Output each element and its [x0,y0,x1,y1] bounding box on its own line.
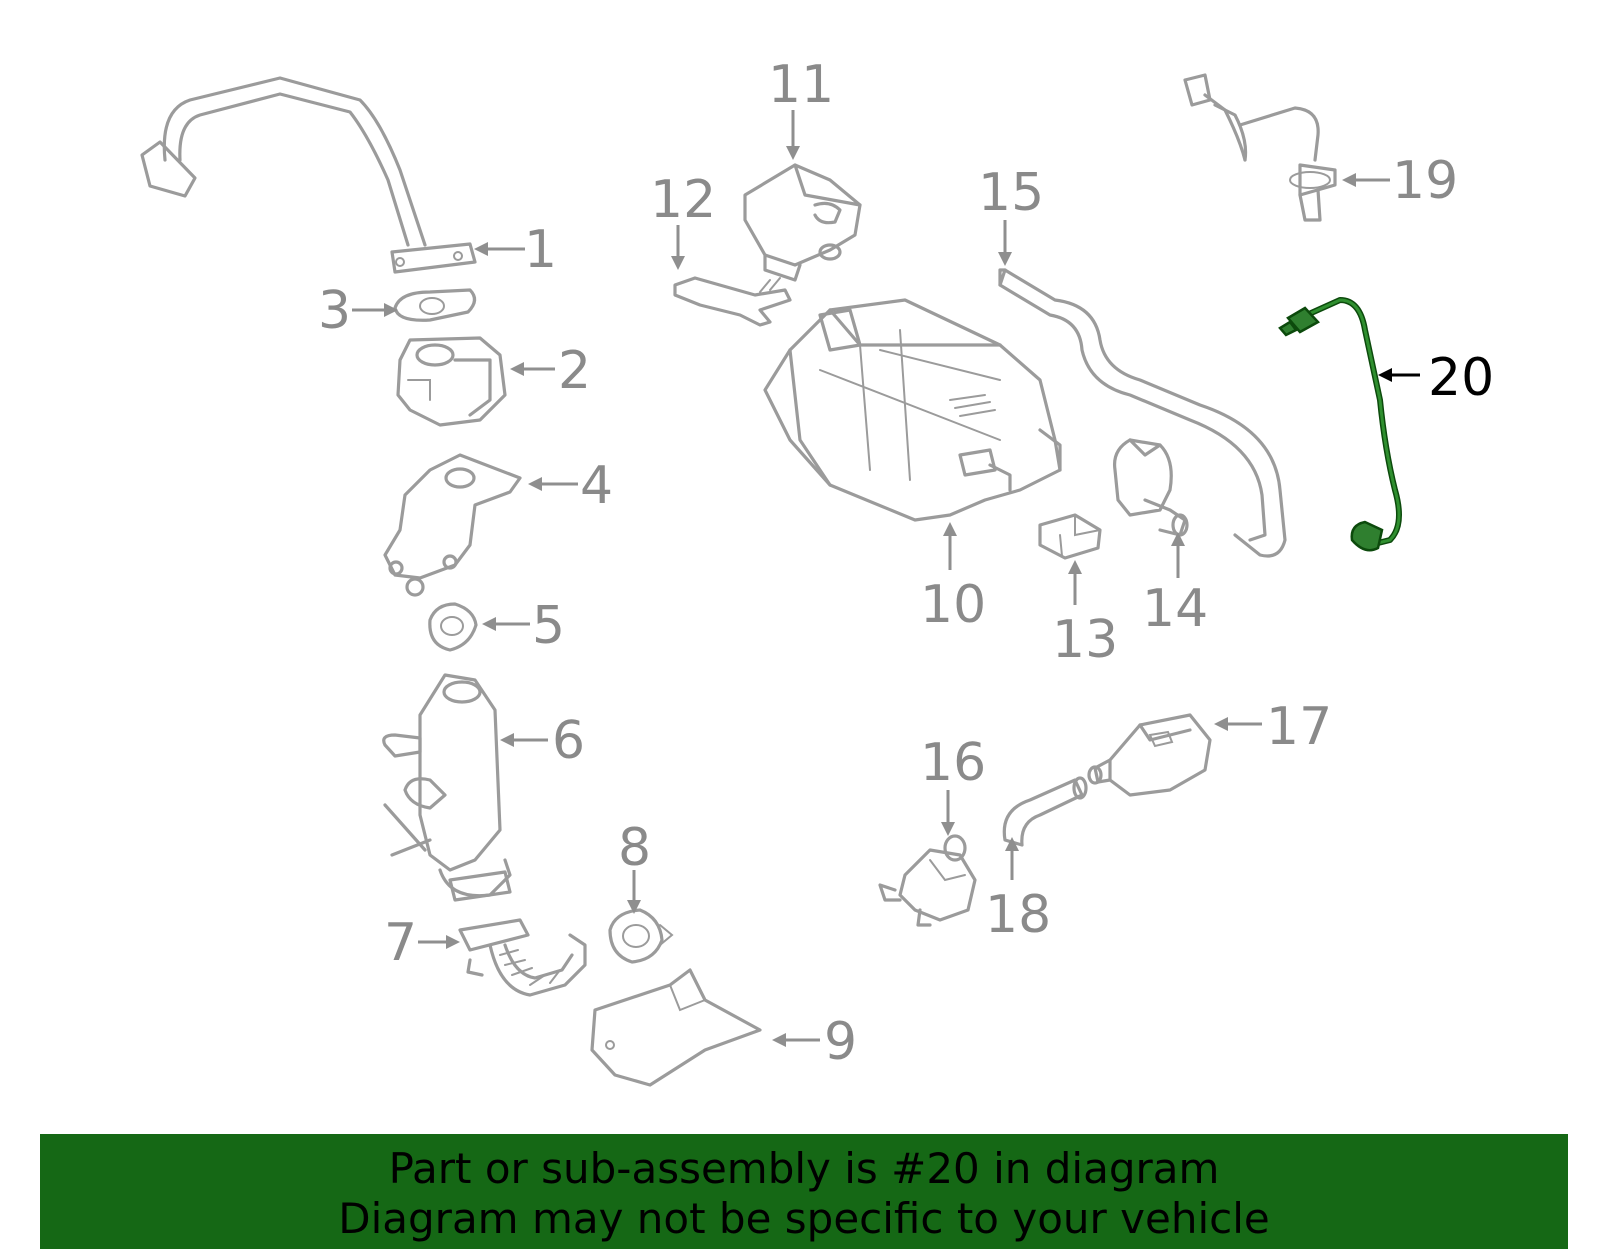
part-6-egr-cooler[interactable] [382,673,512,902]
callout-14[interactable]: 14 [1142,579,1208,639]
part-18-hose[interactable] [1002,776,1088,847]
banner-line-part-number: Part or sub-assembly is #20 in diagram [388,1144,1220,1193]
callout-8[interactable]: 8 [618,818,651,878]
part-9-heat-shield[interactable] [590,968,762,1087]
part-20-o2-sensor-highlighted[interactable] [1278,297,1402,552]
callout-2[interactable]: 2 [558,341,591,401]
callout-17[interactable]: 17 [1266,697,1332,757]
part-14-purge-valve[interactable] [1112,438,1189,537]
callout-13[interactable]: 13 [1052,610,1118,670]
part-12-bracket[interactable] [673,276,792,327]
part-1-egr-pipe[interactable] [140,76,477,274]
part-15-hose[interactable] [998,268,1287,558]
callout-1[interactable]: 1 [524,220,557,280]
part-10-canister[interactable] [763,298,1062,522]
callout-15[interactable]: 15 [978,163,1044,223]
callout-11[interactable]: 11 [768,55,834,115]
part-16-solenoid[interactable] [878,834,977,927]
part-5-gasket[interactable] [428,602,478,652]
callout-18[interactable]: 18 [985,885,1051,945]
part-3-gasket[interactable] [393,288,477,322]
info-banner: Part or sub-assembly is #20 in diagram D… [40,1134,1568,1249]
leaders: 1 3 2 4 5 6 7 8 9 10 11 12 13 [318,55,1494,1072]
part-11-vapor-trap[interactable] [743,163,862,282]
callout-20-highlighted[interactable]: 20 [1428,348,1494,408]
part-2-egr-valve[interactable] [396,336,507,427]
part-17-filter[interactable] [1087,713,1212,797]
part-8-gasket[interactable] [608,908,674,964]
callout-9[interactable]: 9 [824,1012,857,1072]
callout-10[interactable]: 10 [920,575,986,635]
banner-line-disclaimer: Diagram may not be specific to your vehi… [338,1194,1270,1243]
part-19-o2-sensor[interactable] [1183,73,1337,222]
callout-3[interactable]: 3 [318,281,351,341]
callout-19[interactable]: 19 [1392,151,1458,211]
callout-4[interactable]: 4 [580,456,613,516]
part-7-flex-pipe[interactable] [458,918,587,997]
callout-5[interactable]: 5 [532,596,565,656]
callout-6[interactable]: 6 [552,711,585,771]
part-4-bracket[interactable] [383,453,522,597]
callout-16[interactable]: 16 [920,733,986,793]
callout-12[interactable]: 12 [650,170,716,230]
part-13-connector[interactable] [1038,513,1102,560]
callout-7[interactable]: 7 [384,913,417,973]
